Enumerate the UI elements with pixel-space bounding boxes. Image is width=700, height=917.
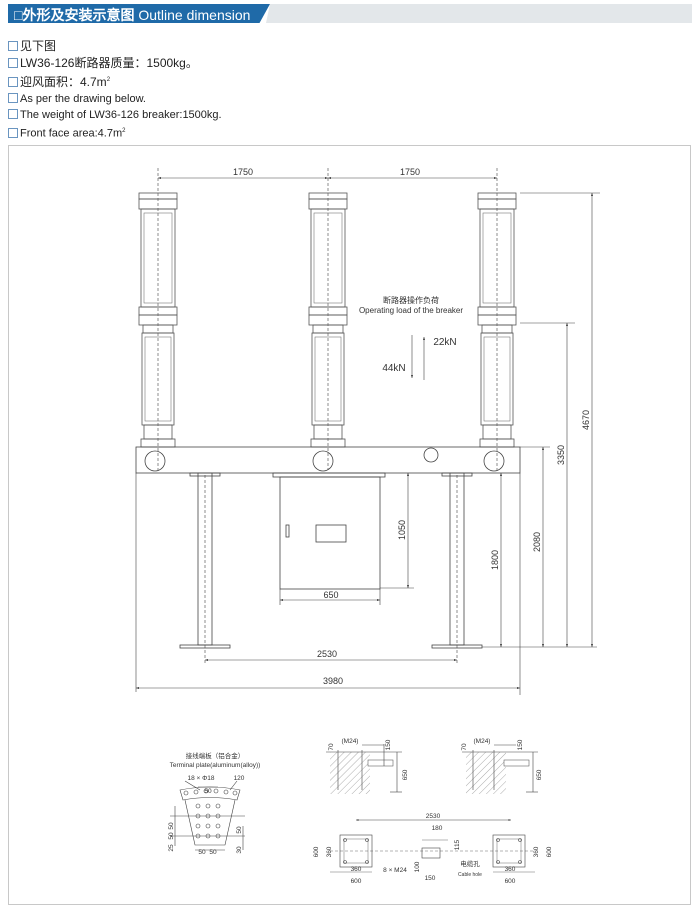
- dim-total-width: 3980: [323, 676, 343, 686]
- dim: 650: [402, 769, 409, 780]
- load-title-zh: 断路器操作负荷: [383, 295, 439, 305]
- dim-2080: 2080: [532, 532, 542, 552]
- dim: 650: [536, 769, 543, 780]
- note-item: As per the drawing below.: [8, 91, 222, 107]
- dim: 100: [414, 861, 421, 872]
- dim-pole-spacing-1: 1750: [233, 167, 253, 177]
- load-up: 22kN: [433, 337, 456, 348]
- terminal-dim: 25: [168, 844, 175, 852]
- checkbox-icon: [8, 58, 18, 68]
- dim-3350: 3350: [556, 445, 566, 465]
- dim-bolt: (M24): [342, 738, 359, 745]
- dim: 70: [328, 743, 335, 751]
- dim: 360: [533, 846, 540, 857]
- terminal-dim: 30: [236, 846, 243, 854]
- banner-gray: [266, 4, 692, 23]
- terminal-plate-detail: 接线端板（铝合金） Terminal plate(aluminum(alloy)…: [168, 751, 260, 856]
- note-item: LW36-126断路器质量：1500kg。: [8, 55, 222, 72]
- dim-cabinet-width: 650: [323, 590, 338, 600]
- terminal-title-en: Terminal plate(aluminum(alloy)): [170, 762, 261, 769]
- cable-hole-label-zh: 电缆孔: [460, 859, 480, 868]
- dim: 115: [454, 839, 461, 850]
- dim: 360: [351, 866, 362, 873]
- foundation-section-right: (M24) 70 150 650: [461, 738, 543, 794]
- dim: 600: [313, 846, 320, 857]
- dim: 150: [425, 875, 436, 882]
- terminal-title-zh: 接线端板（铝合金）: [186, 751, 245, 760]
- section-banner: □外形及安装示意图 Outline dimension: [8, 4, 692, 23]
- dim: 70: [461, 743, 468, 751]
- support-leg-left: [197, 472, 213, 646]
- dim-bolt: (M24): [474, 738, 491, 745]
- foundation-plan: 2530 180 115 100 150 600 360 360 600 8 ×…: [313, 813, 553, 885]
- pole-centerlines: [157, 168, 498, 665]
- section-title: □外形及安装示意图 Outline dimension: [14, 7, 251, 23]
- dim-1800: 1800: [490, 550, 500, 570]
- dim: 360: [326, 846, 333, 857]
- dim: 150: [385, 739, 392, 750]
- terminal-dim: 50: [198, 849, 206, 856]
- note-item: 见下图: [8, 38, 222, 55]
- terminal-d120: 120: [234, 775, 245, 782]
- dim-leg-spacing: 2530: [317, 649, 337, 659]
- dim-pole-spacing-2: 1750: [400, 167, 420, 177]
- cable-hole-label-en: Cable hole: [458, 872, 482, 878]
- banner-blue: [8, 4, 270, 23]
- terminal-dim: 50: [204, 788, 212, 795]
- dim: 600: [351, 878, 362, 885]
- dim: 600: [505, 878, 516, 885]
- load-title-en: Operating load of the breaker: [359, 306, 463, 315]
- terminal-dim: 50: [236, 826, 243, 834]
- drawing-frame: [8, 145, 691, 905]
- foundation-section-left: (M24) 70 150 650: [326, 738, 409, 794]
- dim: 360: [505, 866, 516, 873]
- note-item: 迎风面积：4.7m2: [8, 72, 222, 91]
- dim: 2530: [426, 813, 441, 820]
- note-item: The weight of LW36-126 breaker:1500kg.: [8, 107, 222, 123]
- checkbox-icon: [8, 93, 18, 103]
- checkbox-icon: [8, 127, 18, 138]
- dim-total-height: 4670: [581, 410, 591, 430]
- dim: 600: [546, 846, 553, 857]
- terminal-dim: 50: [168, 832, 175, 840]
- checkbox-icon: [8, 41, 18, 51]
- terminal-dim: 50: [168, 822, 175, 830]
- operating-cabinet: [279, 476, 381, 590]
- dim: 180: [432, 825, 443, 832]
- dim-cabinet-height: 1050: [397, 520, 407, 540]
- spec-notes: 见下图 LW36-126断路器质量：1500kg。 迎风面积：4.7m2 As …: [8, 38, 222, 142]
- note-item: Front face area:4.7m2: [8, 123, 222, 142]
- terminal-dim: 50: [209, 849, 217, 856]
- dim-bolts: 8 × M24: [383, 867, 407, 874]
- support-leg-right: [449, 472, 465, 646]
- load-down: 44kN: [382, 363, 405, 374]
- dim: 150: [517, 739, 524, 750]
- checkbox-icon: [8, 77, 18, 87]
- terminal-holes: 18 × Φ18: [187, 775, 214, 782]
- checkbox-icon: [8, 109, 18, 119]
